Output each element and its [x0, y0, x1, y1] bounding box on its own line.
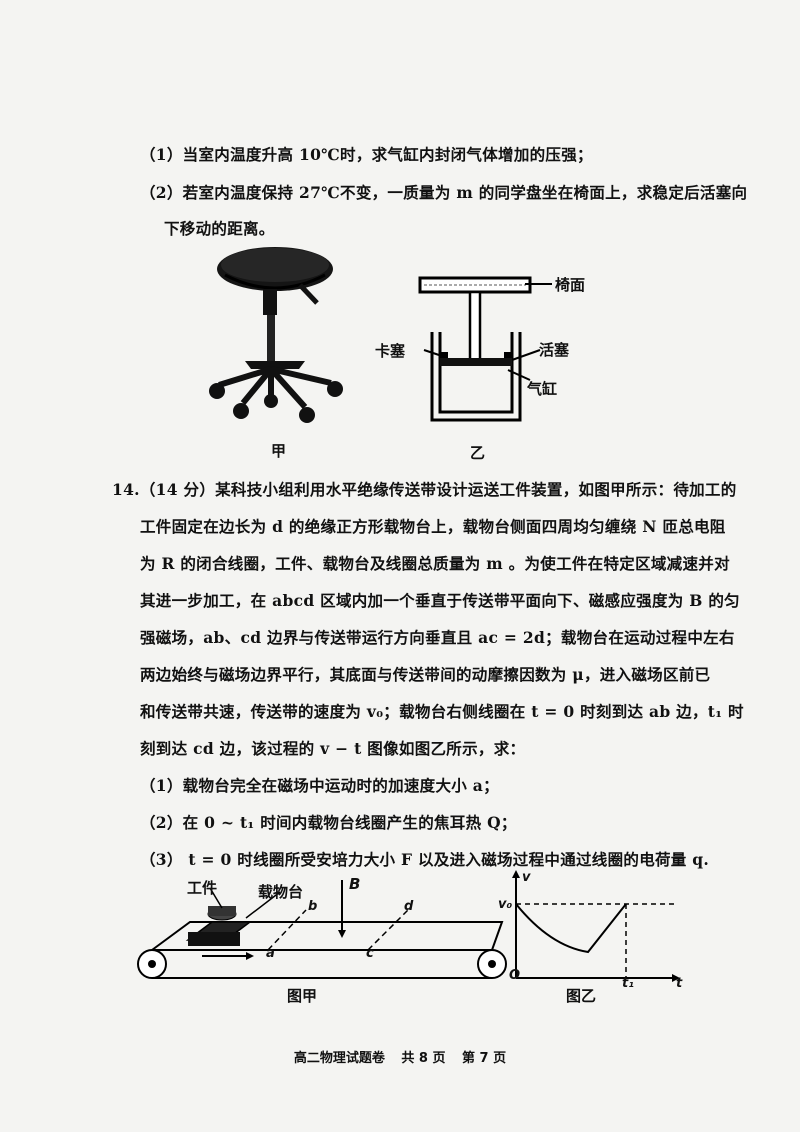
label-a: a — [266, 946, 275, 961]
cylinder-leader-lines — [423, 283, 552, 381]
label-stopper: 卡塞 — [375, 342, 406, 360]
label-c: c — [366, 946, 374, 961]
q13-part2-line2: 下移动的距离。 — [164, 219, 275, 238]
label-t1: t₁ — [622, 976, 634, 991]
q14-line-7: 和传送带共速，传送带的速度为 v₀；载物台右侧线圈在 t = 0 时刻到达 ab… — [140, 702, 744, 721]
stool-figure — [209, 247, 343, 423]
q14-line-3: 为 R 的闭合线圈，工件、载物台及线圈总质量为 m 。为使工件在特定区域减速并对 — [140, 554, 730, 573]
label-t: t — [676, 976, 683, 991]
label-workpiece: 工件 — [187, 879, 218, 897]
q14-line-2: 工件固定在边长为 d 的绝缘正方形载物台上，载物台侧面四周均匀缠绕 N 匝总电阻 — [140, 517, 726, 536]
q13-part2-line1: （2）若室内温度保持 27℃不变，一质量为 m 的同学盘坐在椅面上，求稳定后活塞… — [140, 183, 748, 202]
q14-line-8: 刻到达 cd 边，该过程的 v − t 图像如图乙所示，求： — [140, 739, 526, 758]
q14-line-4: 其进一步加工，在 abcd 区域内加一个垂直于传送带平面向下、磁感应强度为 B … — [140, 591, 740, 610]
label-B: B — [349, 875, 361, 893]
label-v: v — [522, 870, 531, 885]
fig-yi-caption: 乙 — [470, 444, 486, 462]
fig-jia-caption-14: 图甲 — [287, 987, 318, 1005]
label-seat: 椅面 — [555, 276, 586, 294]
cylinder-diagram — [418, 276, 532, 422]
footer-total: 共 8 页 — [401, 1051, 446, 1066]
conveyor-figure — [137, 880, 507, 979]
q14-part-1: （1）载物台完全在磁场中运动时的加速度大小 a； — [140, 776, 499, 795]
q14-part-3: （3） t = 0 时线圈所受安培力大小 F 以及进入磁场过程中通过线圈的电荷量… — [140, 850, 710, 869]
vt-graph — [512, 870, 680, 982]
fig-yi-caption-14: 图乙 — [566, 987, 597, 1005]
label-platform: 载物台 — [258, 883, 304, 901]
footer-page: 第 7 页 — [462, 1051, 507, 1066]
label-piston: 活塞 — [539, 341, 570, 359]
label-v0: v₀ — [498, 897, 513, 912]
fig-jia-caption: 甲 — [271, 442, 287, 460]
q14-line-1: 14.（14 分）某科技小组利用水平绝缘传送带设计运送工件装置，如图甲所示：待加… — [112, 480, 737, 499]
q14-part-2: （2）在 0 ~ t₁ 时间内载物台线圈产生的焦耳热 Q； — [140, 813, 517, 832]
label-cylinder: 气缸 — [527, 380, 558, 398]
q14-line-5: 强磁场，ab、cd 边界与传送带运行方向垂直且 ac = 2d；载物台在运动过程… — [140, 628, 735, 647]
page-footer: 高二物理试题卷 共 8 页 第 7 页 — [0, 1047, 800, 1066]
q13-part1: （1）当室内温度升高 10℃时，求气缸内封闭气体增加的压强； — [140, 145, 593, 164]
q14-line-6: 两边始终与磁场边界平行，其底面与传送带间的动摩擦因数为 μ，进入磁场区前已 — [140, 665, 711, 684]
label-b: b — [308, 899, 318, 914]
label-origin: O — [509, 968, 521, 983]
footer-title: 高二物理试题卷 — [293, 1051, 385, 1066]
label-d: d — [404, 899, 414, 914]
